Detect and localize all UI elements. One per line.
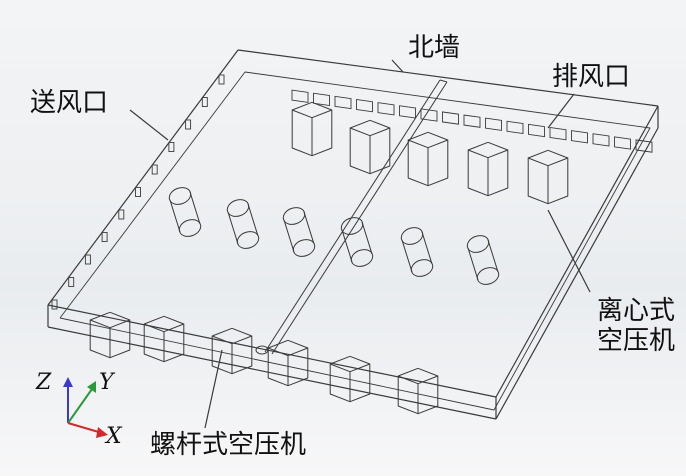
supply-inlet-vent: [185, 119, 192, 130]
axis-y-line: [67, 388, 93, 424]
tank-4-side-left: [341, 229, 353, 263]
screw-compressor-3-top: [211, 327, 253, 345]
centrifugal-compressor-label-line1: 离心式: [597, 296, 676, 326]
axis-x-line: [67, 422, 103, 434]
centrifugal-compressor-label-line2: 空压机: [597, 326, 676, 356]
exhaust-outlet-label: 排风口: [552, 62, 631, 92]
tank-6-side-right: [487, 239, 499, 273]
exhaust-outlet-vent: [356, 98, 373, 113]
tank-2-side-left: [227, 211, 239, 245]
exhaust-outlet-vent: [549, 126, 567, 141]
room-floor-inner-outline: [59, 71, 651, 411]
divider-wall-edge-front: [264, 79, 441, 353]
axis-y-arrowhead: [87, 381, 96, 393]
exhaust-outlet-vent: [334, 95, 352, 110]
screw-compressor-4-top: [267, 339, 309, 357]
exhaust-outlet-vent: [377, 102, 395, 116]
axis-x-label: X: [106, 424, 122, 449]
supply-inlet-vent: [101, 232, 108, 242]
centrifugal-compressor-3-top: [407, 131, 449, 149]
supply-inlet-vent: [135, 187, 141, 197]
room-bottom-edge-east: [495, 127, 659, 420]
tank-1-side-right: [189, 191, 201, 225]
axis-z-arrowhead: [63, 377, 73, 387]
exhaust-outlet-vent: [592, 133, 610, 147]
room-top-edge-east: [495, 105, 659, 398]
north-wall-label: 北墙: [408, 33, 461, 63]
room-top-edge-south: [47, 304, 497, 398]
screw-compressor-label: 螺杆式空压机: [150, 430, 307, 460]
supply-inlet-vent: [151, 164, 158, 175]
exhaust-outlet-vent: [506, 120, 524, 135]
tank-5-side-right: [421, 231, 433, 265]
supply-inlet-vent: [118, 209, 125, 220]
supply-inlet-vent: [218, 74, 225, 85]
tank-2-side-right: [247, 203, 259, 237]
axis-y-label: Y: [99, 370, 114, 395]
tank-6-side-left: [467, 247, 479, 281]
centrifugal-compressor-5-top: [527, 149, 569, 167]
centrifugal-compressor-2-top: [349, 119, 391, 137]
exhaust-outlet-vent: [442, 111, 459, 125]
tank-5-side-left: [401, 239, 413, 273]
exhaust-outlet-vent: [420, 108, 438, 122]
exhaust-outlet-vent: [635, 139, 653, 153]
exhaust-outlet-vent: [528, 123, 545, 138]
room-top-edge-west: [47, 49, 239, 306]
exhaust-outlet-vent: [485, 117, 502, 131]
supply-inlet-vent: [68, 277, 75, 287]
centrifugal-leader: [547, 209, 591, 293]
divider-wall-edge-back: [271, 81, 448, 355]
tank-4-side-right: [361, 221, 373, 255]
room-bottom-edge-south: [47, 326, 497, 420]
supply-inlet-leader: [129, 109, 169, 141]
centrifugal-compressor-4-top: [467, 141, 509, 159]
tank-1-side-left: [169, 199, 181, 233]
axis-z-label: Z: [36, 370, 52, 395]
room-top-edge-north: [237, 49, 659, 107]
axis-x-arrowhead: [96, 427, 108, 438]
supply-inlet-vent: [51, 299, 58, 310]
supply-inlet-vent: [201, 97, 208, 107]
tank-3-side-left: [283, 219, 295, 253]
supply-inlet-vent: [84, 254, 91, 265]
exhaust-outlet-vent: [399, 105, 416, 119]
north-wall-leader: [391, 59, 404, 73]
supply-inlet-label: 送风口: [30, 88, 109, 118]
exhaust-outlet-vent: [291, 89, 309, 103]
tank-3-side-right: [303, 211, 315, 245]
exhaust-outlet-leader: [547, 93, 575, 129]
divider-wall-cap-top: [439, 79, 448, 83]
exhaust-outlet-vent: [571, 130, 588, 144]
supply-inlet-vent: [168, 142, 175, 152]
screw-compressor-leader: [204, 349, 223, 429]
exhaust-outlet-vent: [614, 136, 631, 150]
exhaust-outlet-vent: [313, 92, 330, 107]
exhaust-outlet-vent: [463, 114, 481, 128]
